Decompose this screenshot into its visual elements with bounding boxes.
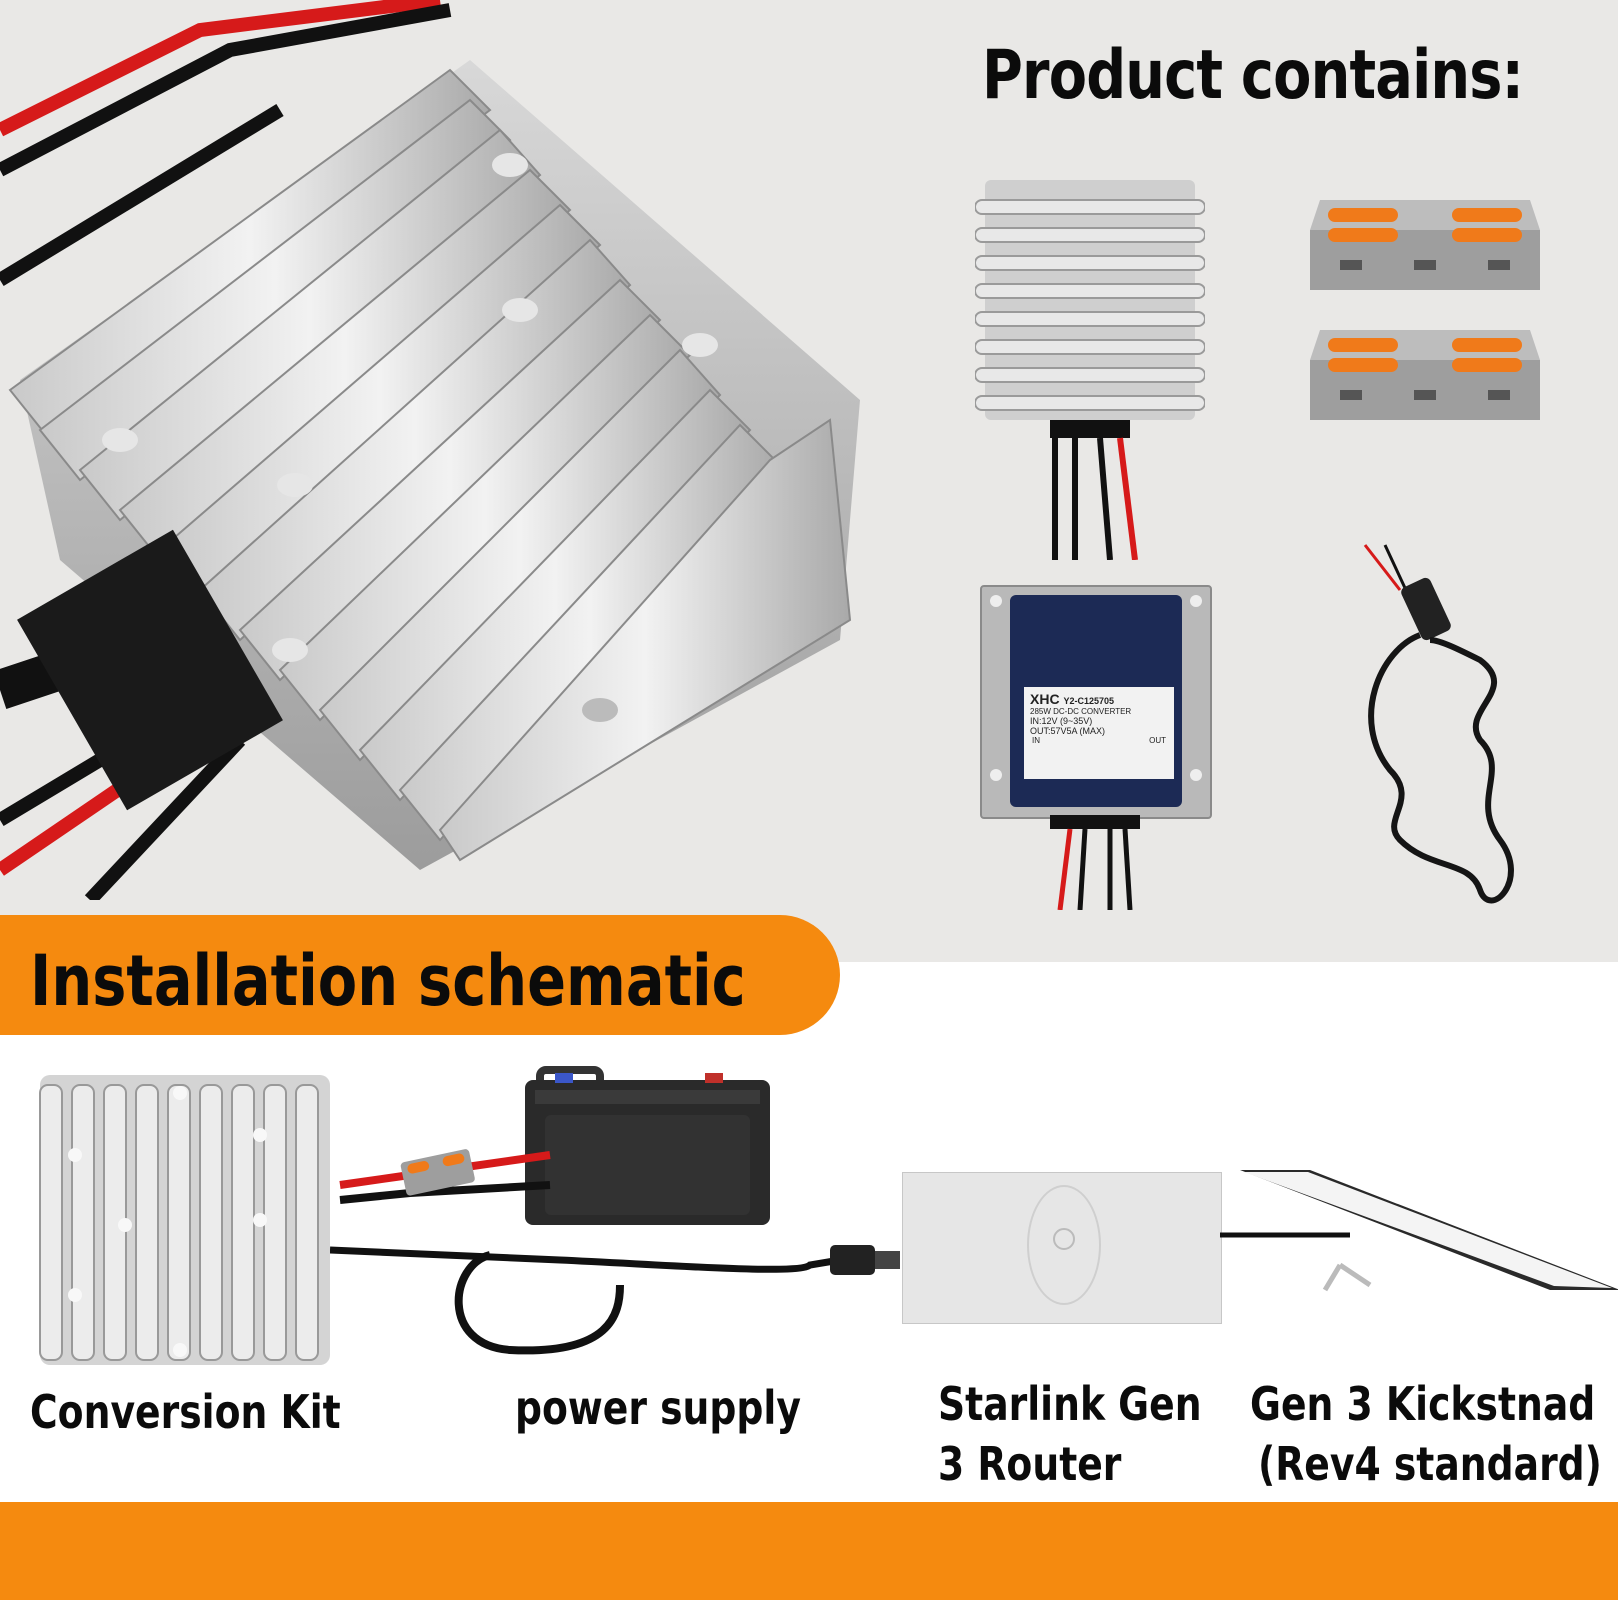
spec-line-3: OUT:57V5A (MAX) (1030, 726, 1106, 736)
brand-text: XHC (1030, 691, 1060, 707)
router-label-line2: 3 Router (938, 1437, 1122, 1491)
battery-image (525, 1066, 770, 1225)
in-text: IN (1032, 736, 1040, 745)
product-contains-heading: Product contains: (982, 36, 1524, 115)
kickstand-label-line1: Gen 3 Kickstnad (1250, 1377, 1596, 1431)
dc-cable-image (1363, 544, 1514, 904)
kickstand-label-line2: (Rev4 standard) (1258, 1437, 1602, 1491)
schematic-wiring (330, 1149, 900, 1355)
spec-line-1: 285W DC-DC CONVERTER (1030, 707, 1132, 716)
spec-line-2: IN:12V (9~35V) (1030, 716, 1093, 726)
converter-module-image (975, 180, 1205, 560)
installation-schematic-heading: Installation schematic (30, 940, 746, 1022)
kickstand-dish-image (1220, 1170, 1618, 1292)
router-label-line1: Starlink Gen (938, 1377, 1202, 1431)
out-text: OUT (1149, 736, 1166, 745)
conversion-kit-image (39, 1075, 330, 1365)
installation-banner (0, 915, 840, 1035)
bottom-accent-bar (0, 1502, 1618, 1600)
connector-2 (1310, 330, 1540, 420)
hero-converter-image (0, 0, 860, 900)
schematic-connector (400, 1149, 475, 1196)
wire-connector-images (1310, 200, 1540, 420)
labeled-converter-wires (1050, 815, 1140, 910)
model-text: Y2-C125705 (1063, 696, 1114, 706)
spec-sticker: XHC Y2-C125705 285W DC-DC CONVERTER IN:1… (1024, 687, 1174, 779)
conversion-kit-label: Conversion Kit (30, 1385, 341, 1439)
labeled-converter-image: XHC Y2-C125705 285W DC-DC CONVERTER IN:1… (980, 585, 1212, 819)
power-supply-label: power supply (515, 1381, 801, 1435)
connector-1 (1310, 200, 1540, 290)
router-image (902, 1172, 1222, 1324)
